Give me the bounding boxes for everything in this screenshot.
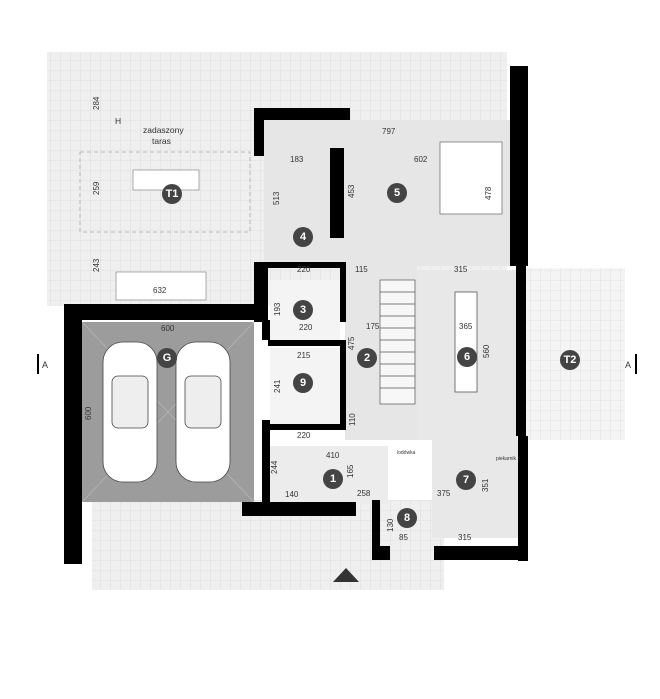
svg-text:2: 2	[364, 352, 370, 364]
room-badge-7: 7	[456, 470, 476, 490]
svg-text:3: 3	[300, 304, 306, 316]
rug-t1	[79, 151, 251, 233]
svg-text:351: 351	[481, 478, 490, 492]
h-mark: H	[115, 116, 121, 126]
svg-text:165: 165	[346, 464, 355, 478]
svg-text:T1: T1	[166, 188, 179, 200]
terrace-label-line2: taras	[152, 136, 171, 146]
room-badge-3: 3	[293, 300, 313, 320]
svg-text:259: 259	[92, 181, 101, 195]
dimensions: 284 259 243 632 797 183 602 513 453 478 …	[84, 96, 493, 542]
kitchen-floor	[432, 440, 518, 538]
svg-text:284: 284	[92, 96, 101, 110]
svg-text:140: 140	[285, 490, 299, 499]
terrace-sofa	[115, 271, 207, 301]
terrace-label-line1: zadaszony	[143, 125, 184, 135]
room-badge-t1: T1	[162, 184, 182, 204]
svg-text:8: 8	[404, 512, 410, 524]
svg-text:115: 115	[355, 265, 368, 274]
svg-text:632: 632	[153, 286, 167, 295]
svg-text:4: 4	[300, 231, 307, 243]
staircase	[379, 279, 416, 405]
oven-label: piekarnik	[496, 456, 517, 462]
svg-text:560: 560	[482, 344, 491, 358]
room-badge-g: G	[157, 348, 177, 368]
room-badge-2: 2	[357, 348, 377, 368]
walls	[64, 66, 528, 564]
svg-text:85: 85	[399, 533, 408, 542]
svg-text:258: 258	[357, 489, 371, 498]
svg-text:5: 5	[394, 187, 400, 199]
svg-text:110: 110	[348, 413, 357, 426]
svg-text:600: 600	[84, 406, 93, 420]
svg-text:478: 478	[484, 186, 493, 200]
svg-text:410: 410	[326, 451, 340, 460]
svg-text:602: 602	[414, 155, 428, 164]
svg-text:220: 220	[297, 265, 311, 274]
sofa	[439, 141, 503, 215]
svg-text:600: 600	[161, 324, 175, 333]
section-marker-right: A	[625, 360, 631, 370]
room-badge-9: 9	[293, 373, 313, 393]
car-right	[175, 341, 231, 483]
room-badge-5: 5	[387, 183, 407, 203]
svg-text:130: 130	[386, 518, 395, 532]
room-badge-1: 1	[323, 469, 343, 489]
svg-text:175: 175	[366, 322, 380, 331]
car-left	[102, 341, 158, 483]
room-badge-4: 4	[293, 227, 313, 247]
fridge-label: lodówka	[397, 450, 416, 456]
section-marker-left: A	[42, 360, 48, 370]
svg-text:315: 315	[454, 265, 468, 274]
dining-table	[454, 291, 478, 393]
svg-text:183: 183	[290, 155, 304, 164]
svg-text:215: 215	[297, 351, 311, 360]
room-badge-6: 6	[457, 347, 477, 367]
svg-text:220: 220	[299, 323, 313, 332]
svg-text:193: 193	[273, 302, 282, 316]
svg-text:1: 1	[330, 473, 336, 485]
svg-text:475: 475	[347, 336, 356, 350]
svg-text:T2: T2	[564, 354, 577, 366]
svg-text:315: 315	[458, 533, 472, 542]
svg-text:9: 9	[300, 377, 306, 389]
svg-text:365: 365	[459, 322, 473, 331]
svg-text:453: 453	[347, 184, 356, 198]
svg-text:375: 375	[437, 489, 451, 498]
svg-text:220: 220	[297, 431, 311, 440]
svg-text:513: 513	[272, 191, 281, 205]
svg-text:6: 6	[464, 351, 470, 363]
room-badge-8: 8	[397, 508, 417, 528]
entrance-arrow-icon	[333, 568, 359, 582]
svg-text:7: 7	[463, 474, 469, 486]
svg-text:G: G	[163, 352, 172, 364]
svg-text:797: 797	[382, 127, 396, 136]
svg-text:244: 244	[270, 460, 279, 474]
svg-text:241: 241	[273, 379, 282, 393]
room-badge-t2: T2	[560, 350, 580, 370]
svg-text:243: 243	[92, 258, 101, 272]
